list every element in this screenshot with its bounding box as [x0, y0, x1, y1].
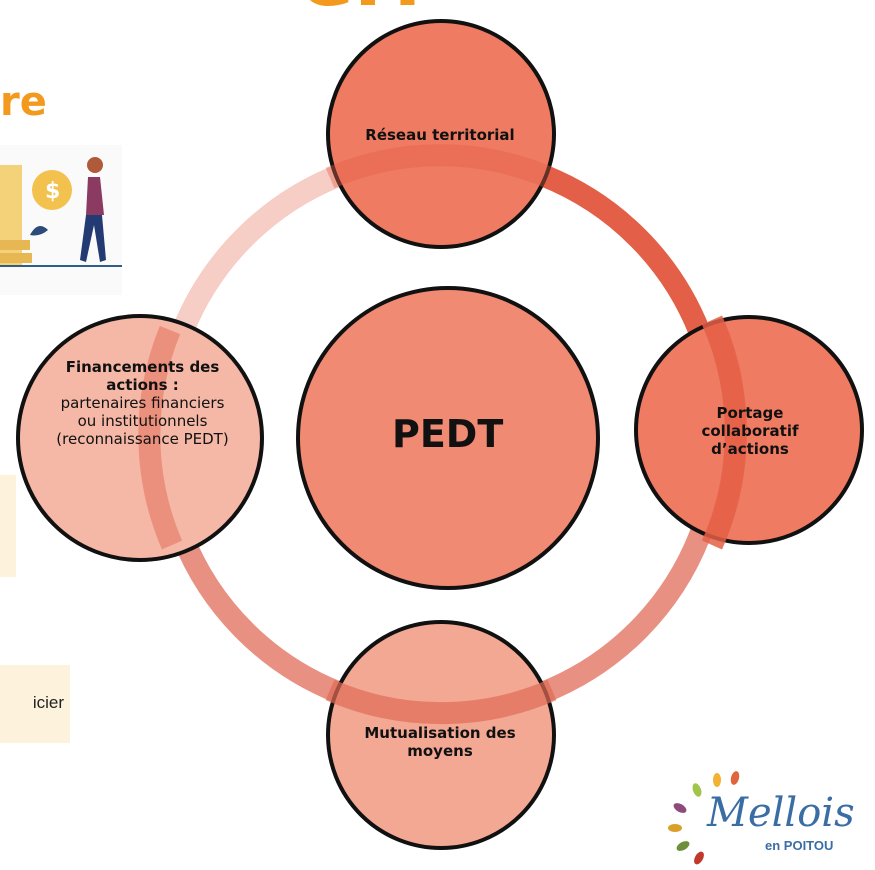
node-bottom-label: Mutualisation des moyens: [364, 724, 516, 760]
node-right-label: Portage collaboratif d’actions: [701, 404, 799, 458]
ring-overlay-right: [701, 315, 747, 550]
ring-overlay-bottom: [325, 679, 557, 725]
logo-name: Mellois: [707, 790, 855, 836]
ring-overlay-top: [325, 144, 555, 189]
slide-subtitle-fragment: re: [0, 79, 47, 125]
node-top-label: Réseau territorial: [365, 126, 515, 144]
node-left-body: partenaires financiers ou institutionnel…: [56, 394, 229, 448]
slide-title-fragment: erritoire: [300, 0, 420, 18]
mellois-logo: Mellois en POITOU: [655, 770, 855, 865]
node-top-circle: [326, 19, 556, 249]
svg-text:$: $: [45, 179, 60, 204]
text-box-fragment: [0, 475, 16, 577]
node-left-label: Financements des actions : partenaires f…: [55, 358, 230, 448]
logo-tagline: en POITOU: [765, 838, 834, 853]
money-illustration: $: [0, 145, 122, 295]
node-right-circle: [634, 315, 864, 545]
node-left-title: Financements des actions :: [65, 358, 220, 394]
center-circle: [296, 286, 600, 590]
leaf-icon: [668, 771, 740, 865]
text-box-fragment: icier: [0, 665, 70, 743]
node-bottom-circle: [326, 620, 556, 850]
ring-overlay-left: [138, 325, 183, 550]
center-label: PEDT: [392, 412, 504, 456]
